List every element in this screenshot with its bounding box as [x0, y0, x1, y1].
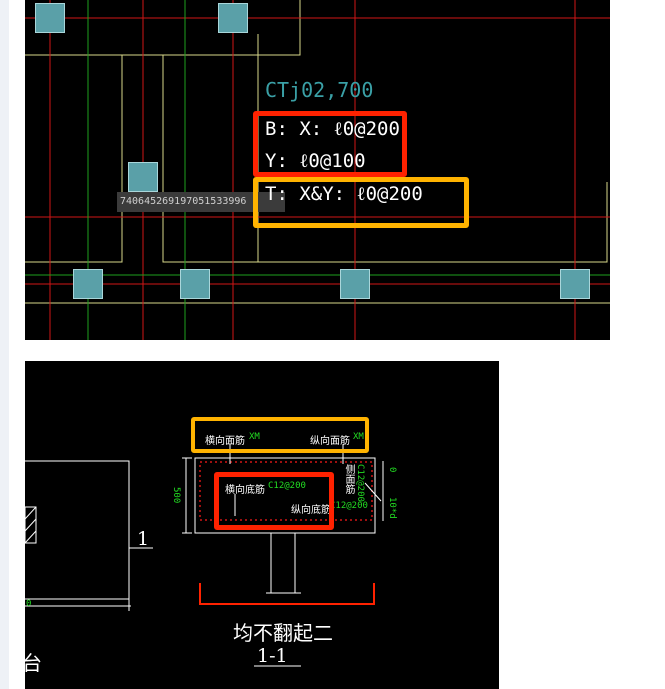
- column-marker[interactable]: [73, 269, 103, 299]
- plan-outline-left: [25, 55, 123, 263]
- hatch-line: [25, 518, 37, 532]
- bottom-rebar-highlight: [253, 111, 407, 177]
- top-cover-dimension[interactable]: 0: [387, 467, 397, 473]
- height-dimension[interactable]: 500: [171, 487, 181, 504]
- side-rebar-label[interactable]: 侧面筋: [343, 464, 354, 494]
- longitudinal-bottom-rebar-spec[interactable]: C12@200: [330, 501, 368, 511]
- top-rebar-highlight: [253, 177, 469, 228]
- column-marker[interactable]: [35, 3, 65, 33]
- section-drawing: [25, 444, 384, 667]
- bottom-rebar-highlight: [214, 472, 334, 530]
- column-marker[interactable]: [218, 3, 248, 33]
- transverse-top-rebar-label[interactable]: 横向面筋: [205, 436, 245, 447]
- transverse-bottom-rebar-label[interactable]: 横向底筋: [225, 485, 265, 496]
- column-marker[interactable]: [128, 162, 158, 192]
- left-scroll-rail: [0, 0, 9, 689]
- left-dimension[interactable]: 0: [26, 599, 32, 609]
- side-rebar-spec[interactable]: C12@200: [355, 464, 365, 502]
- side-leader: [364, 482, 382, 502]
- cad-plan-view: 740645269197051533996 CTj02,700 B: X: ℓ0…: [25, 0, 610, 340]
- bottom-rebar-x-text[interactable]: B: X: ℓ0@200: [265, 118, 400, 140]
- hatch-block: [25, 506, 37, 544]
- section-bracket: [199, 583, 375, 605]
- caption-main[interactable]: 均不翻起二: [233, 621, 333, 645]
- longitudinal-bottom-rebar-label[interactable]: 纵向底筋: [291, 505, 331, 516]
- hatch-line: [25, 530, 37, 544]
- longitudinal-top-rebar-spec[interactable]: XM: [353, 432, 364, 442]
- id-tooltip: 740645269197051533996: [117, 192, 285, 212]
- transverse-top-rebar-spec[interactable]: XM: [249, 432, 260, 442]
- anchorage-dimension[interactable]: 10*d: [387, 497, 397, 519]
- bottom-rebar-y-text[interactable]: Y: ℓ0@100: [265, 150, 366, 172]
- footing-label[interactable]: CTj02,700: [265, 78, 374, 102]
- column-marker[interactable]: [180, 269, 210, 299]
- cad-section-view: 横向面筋 XM 纵向面筋 XM 横向底筋 C12@200 纵向底筋 C12@20…: [25, 361, 499, 689]
- top-rebar-xy-text[interactable]: T: X&Y: ℓ0@200: [265, 183, 423, 205]
- section-mark[interactable]: 1: [137, 528, 150, 550]
- column-marker[interactable]: [560, 269, 590, 299]
- plan-outline-right: [162, 55, 608, 263]
- footing-section-outline: [194, 457, 376, 534]
- left-footing-outline: [25, 460, 130, 600]
- caption-section[interactable]: 1-1: [257, 645, 288, 667]
- column-marker[interactable]: [340, 269, 370, 299]
- transverse-bottom-rebar-spec[interactable]: C12@200: [268, 481, 306, 491]
- longitudinal-top-rebar-label[interactable]: 纵向面筋: [310, 436, 350, 447]
- plan-outline-top: [25, 0, 301, 56]
- left-cut-char[interactable]: 台: [25, 651, 42, 675]
- top-rebar-highlight: [191, 417, 369, 453]
- hatch-line: [25, 506, 37, 520]
